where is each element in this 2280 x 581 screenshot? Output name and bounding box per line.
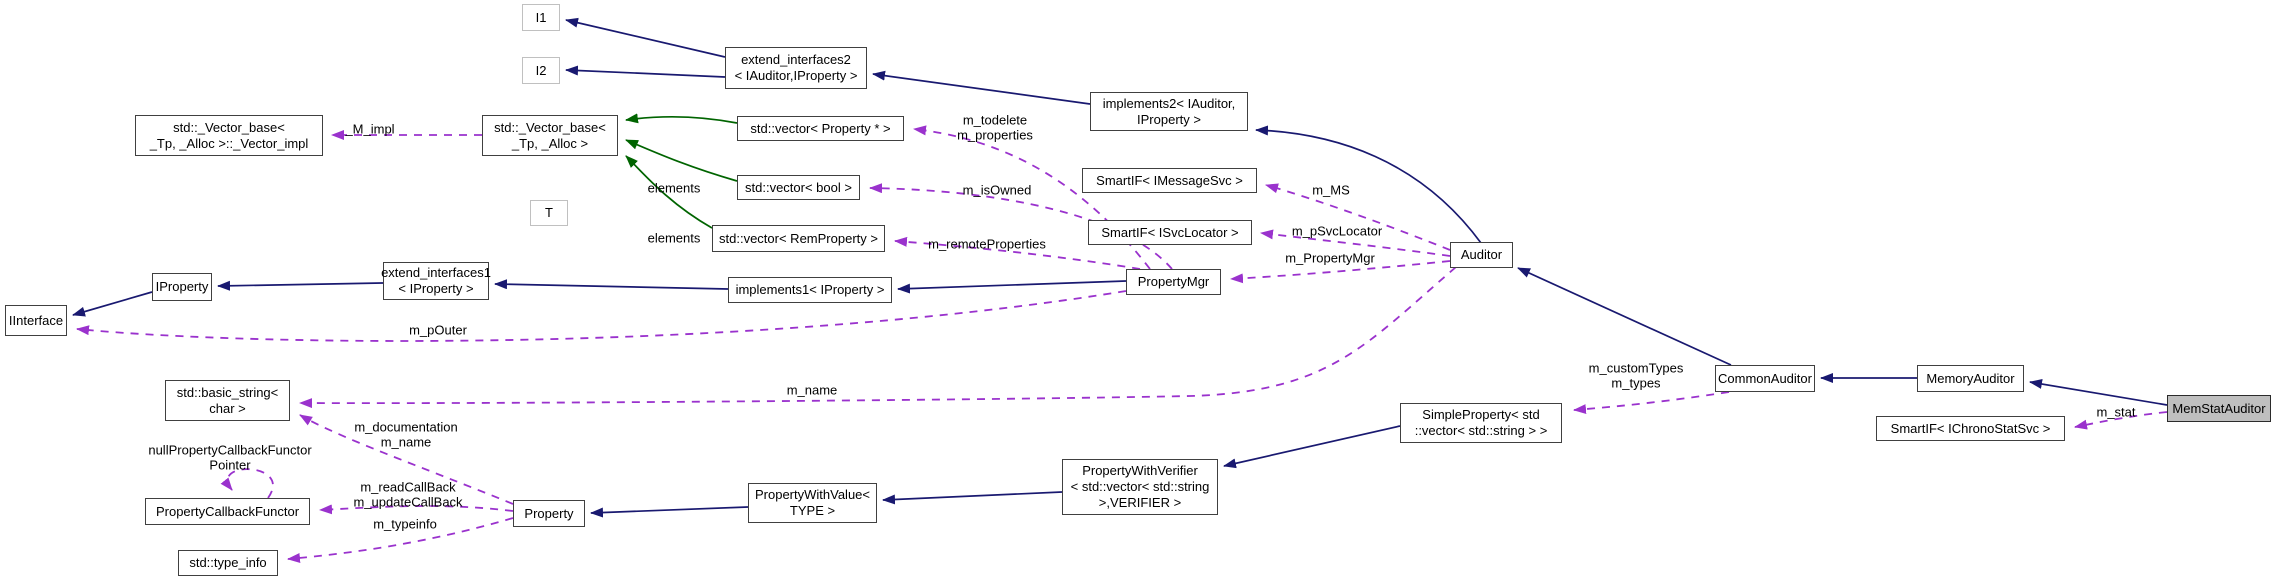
- class-node-memstatauditor: MemStatAuditor: [2167, 395, 2271, 422]
- class-node-vector-property: std::vector< Property * >: [737, 116, 904, 141]
- class-node-vector-base: std::_Vector_base< _Tp, _Alloc >: [482, 115, 618, 156]
- class-node-propertymgr[interactable]: PropertyMgr: [1126, 269, 1221, 295]
- class-node-smartif-isvclocator[interactable]: SmartIF< ISvcLocator >: [1088, 220, 1252, 245]
- class-node-vector-base-impl: std::_Vector_base< _Tp, _Alloc >::_Vecto…: [135, 115, 323, 156]
- class-node-simpleproperty[interactable]: SimpleProperty< std ::vector< std::strin…: [1400, 403, 1562, 443]
- class-node-memoryauditor[interactable]: MemoryAuditor: [1917, 365, 2024, 392]
- class-node-smartif-ichronostatsvc[interactable]: SmartIF< IChronoStatSvc >: [1876, 416, 2065, 441]
- class-node-i2: I2: [522, 57, 560, 84]
- class-node-propertycallbackfunctor[interactable]: PropertyCallbackFunctor: [145, 498, 310, 525]
- class-node-smartif-imessagesvc[interactable]: SmartIF< IMessageSvc >: [1082, 168, 1257, 193]
- class-node-propertywithvalue[interactable]: PropertyWithValue< TYPE >: [748, 483, 877, 523]
- inheritance-edges: [72, 17, 2168, 518]
- class-node-iproperty[interactable]: IProperty: [152, 273, 212, 301]
- template-instance-edges: [625, 113, 738, 229]
- class-node-propertywithverifier[interactable]: PropertyWithVerifier < std::vector< std:…: [1062, 459, 1218, 515]
- usage-edges: [76, 125, 2168, 563]
- class-node-i1: I1: [522, 4, 560, 31]
- class-node-iinterface[interactable]: IInterface: [5, 305, 67, 336]
- class-node-commonauditor[interactable]: CommonAuditor: [1715, 365, 1815, 392]
- class-node-extend-interfaces2[interactable]: extend_interfaces2 < IAuditor,IProperty …: [725, 47, 867, 89]
- class-node-extend-interfaces1[interactable]: extend_interfaces1 < IProperty >: [381, 262, 491, 300]
- class-node-property[interactable]: Property: [513, 500, 585, 527]
- class-node-implements2[interactable]: implements2< IAuditor, IProperty >: [1090, 92, 1248, 131]
- class-node-vector-remproperty: std::vector< RemProperty >: [712, 225, 885, 252]
- class-node-vector-bool: std::vector< bool >: [737, 175, 860, 200]
- class-node-t-param: T: [530, 200, 568, 226]
- class-node-implements1[interactable]: implements1< IProperty >: [728, 277, 892, 303]
- class-node-basic-string: std::basic_string< char >: [165, 380, 290, 421]
- class-node-auditor[interactable]: Auditor: [1450, 242, 1513, 268]
- class-node-type-info: std::type_info: [178, 550, 278, 576]
